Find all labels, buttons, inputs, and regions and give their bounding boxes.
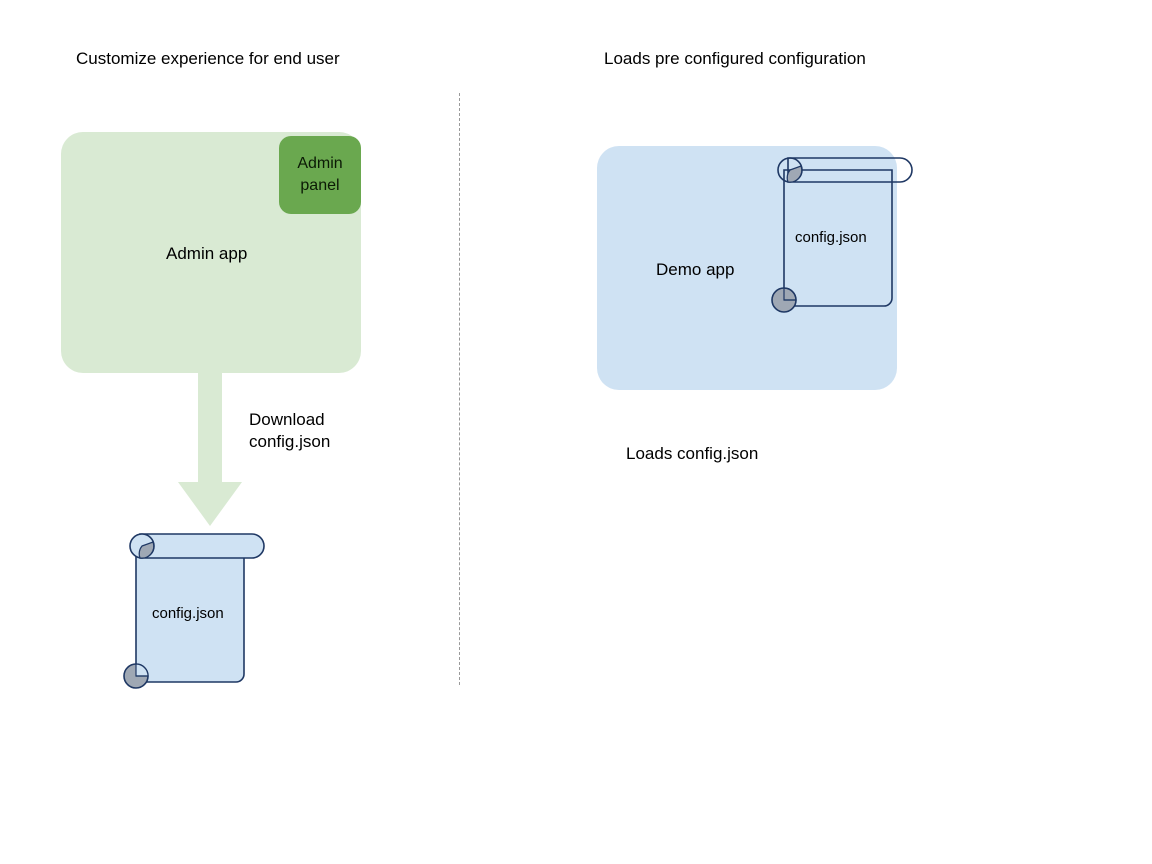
loads-config-note: Loads config.json: [626, 444, 759, 463]
demo-app-box: [597, 146, 897, 390]
download-arrow-label: Download config.json: [249, 410, 331, 451]
admin-app-label: Admin app: [166, 244, 248, 263]
demo-app-label: Demo app: [656, 260, 735, 279]
admin-panel-badge-label: Admin panel: [297, 155, 343, 194]
config-json-document-left: [123, 533, 265, 689]
config-json-label-right: config.json: [795, 229, 867, 246]
admin-panel-badge[interactable]: Admin panel: [279, 136, 361, 214]
config-json-label-left: config.json: [152, 605, 224, 622]
column-divider: [459, 93, 460, 685]
config-json-document-right: [771, 157, 913, 313]
download-arrow-icon: [178, 370, 242, 526]
left-column-title: Customize experience for end user: [76, 49, 340, 68]
right-column-title: Loads pre configured configuration: [604, 49, 866, 68]
